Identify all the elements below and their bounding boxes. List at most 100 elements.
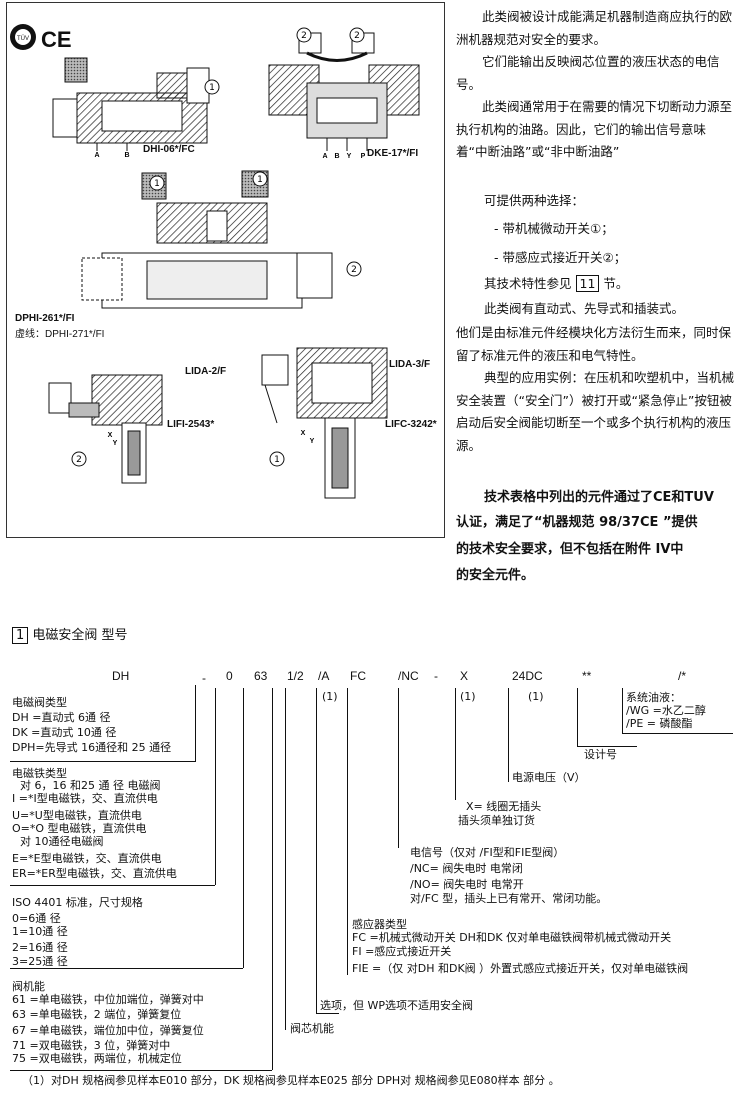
option-label: 选项，但 WP选项不适用安全阀 <box>320 999 474 1012</box>
plug-line: X= 线圈无插头 <box>466 800 542 813</box>
section-heading: 1 电磁安全阀 型号 <box>12 625 128 647</box>
bracket-design-v <box>577 688 578 746</box>
spool-label: 阀芯机能 <box>290 1022 334 1035</box>
size-title: ISO 4401 标准，尺寸规格 <box>12 896 143 909</box>
fluid-line: 系统油液： <box>626 691 681 704</box>
function-line: 67 =单电磁铁，端位加中位，弹簧复位 <box>12 1024 204 1037</box>
voltage-label: 电源电压（V） <box>512 771 586 784</box>
dke-valve-drawing <box>268 32 420 151</box>
svg-text:A: A <box>322 153 327 160</box>
footnote: （1）对DH 规格阀参见样本E010 部分，DK 规格阀参见样本E025 部分 … <box>22 1074 560 1087</box>
note-mark-option: (1) <box>322 690 338 703</box>
valve-type-line: DK =直动式 10通 径 <box>12 726 117 739</box>
code-spool: 1/2 <box>287 669 304 683</box>
option-proximity-switch: - 带感应式接近开关②； <box>494 250 627 265</box>
svg-text:1: 1 <box>257 175 263 185</box>
svg-text:TÜV: TÜV <box>17 35 29 42</box>
function-line: 63 =单电磁铁，2 端位，弹簧复位 <box>12 1008 182 1021</box>
label-lifi: LIFI-2543* <box>167 419 215 430</box>
code-size: 0 <box>226 669 233 683</box>
function-line: 61 =单电磁铁，中位加端位，弹簧对中 <box>12 993 204 1006</box>
note-mark-voltage: (1) <box>528 690 544 703</box>
code-option: /A <box>318 669 330 683</box>
intro-paragraph-7: 他们是由标准元件经模块化方法衍生而来，同时保留了标准元件的液压和电气特性。 <box>456 325 732 363</box>
svg-text:P: P <box>361 153 366 160</box>
valve-drawings: TÜV CE <box>10 24 420 499</box>
bracket-size-v <box>243 688 244 968</box>
svg-text:1: 1 <box>274 455 280 465</box>
lida3-cartridge-drawing <box>261 347 388 499</box>
label-dphi-alt: 虚线：DPHI-271*/FI <box>15 329 105 340</box>
label-lifc: LIFC-3242* <box>385 419 437 430</box>
lida2-cartridge-drawing <box>48 374 163 484</box>
code-plug: X <box>460 669 469 683</box>
bracket-function-h <box>10 1070 272 1071</box>
svg-text:Y: Y <box>310 438 315 445</box>
function-line: 75 =双电磁铁，两端位，机械定位 <box>12 1052 182 1065</box>
size-line: 3=25通 径 <box>12 955 68 968</box>
bracket-option-v <box>316 688 317 1013</box>
dphi-valve-drawing <box>81 170 333 309</box>
bracket-signal-v <box>398 688 399 848</box>
code-dash-2: - <box>434 669 438 683</box>
design-label: 设计号 <box>584 748 617 761</box>
code-function: 63 <box>254 669 268 683</box>
code-sensor: FC <box>350 669 366 683</box>
label-dhi: DHI-06*/FC <box>143 144 195 155</box>
svg-text:2: 2 <box>76 455 82 465</box>
function-title: 阀机能 <box>12 980 45 993</box>
label-lida2: LIDA-2/F <box>185 366 227 377</box>
plug-line: 插头须单独订货 <box>458 814 535 827</box>
tuv-logo: TÜV <box>10 24 36 50</box>
cert-line-3: 的技术安全要求，但不包括在附件 IV中 <box>456 542 684 557</box>
sensor-line: FC =机械式微动开关 DH和DK 仅对单电磁铁阀带机械式微动开关 <box>352 931 672 944</box>
sensor-title: 感应器类型 <box>352 918 407 931</box>
svg-text:2: 2 <box>301 31 307 41</box>
code-dash-1: - <box>202 671 206 685</box>
bracket-sensor-v <box>347 688 348 975</box>
solenoid-line: 对 6，16 和25 通 径 电磁阀 <box>20 779 161 792</box>
solenoid-line: ER=*ER型电磁铁，交、直流供电 <box>12 867 177 880</box>
svg-text:2: 2 <box>351 265 357 275</box>
signal-line: /NC= 阀失电时 电常闭 <box>410 862 523 875</box>
fluid-line: /WG =水乙二醇 <box>626 704 706 717</box>
size-line: 0=6通 径 <box>12 912 61 925</box>
label-dke: DKE-17*/FI <box>367 148 419 159</box>
solenoid-line: 对 10通径电磁阀 <box>20 835 104 848</box>
bracket-solenoid-h <box>10 885 215 886</box>
callout-markers: 1 2 2 1 1 2 2 1 <box>71 27 365 467</box>
code-voltage: 24DC <box>512 669 543 683</box>
section-number: 1 <box>12 627 29 644</box>
fluid-line: /PE = 磷酸酯 <box>626 717 693 730</box>
function-line: 71 =双电磁铁，3 位，弹簧对中 <box>12 1039 171 1052</box>
bracket-valve-type <box>10 685 196 762</box>
signal-line: /NO= 阀失电时 电常开 <box>410 878 524 891</box>
code-signal: /NC <box>398 669 419 683</box>
label-lida3: LIDA-3/F <box>389 359 431 370</box>
bracket-size-h <box>10 968 243 969</box>
bracket-design-h <box>577 746 637 747</box>
code-fluid: /* <box>678 669 687 683</box>
solenoid-line: I =*I型电磁铁，交、直流供电 <box>12 792 158 805</box>
bracket-voltage-v <box>508 688 509 782</box>
svg-text:X: X <box>108 432 113 439</box>
sensor-line: FIE =（仅 对DH 和DK阀 ）外置式感应式接近开关，仅对单电磁铁阀 <box>352 962 689 975</box>
intro-paragraph-8: 典型的应用实例：在压机和吹塑机中，当机械安全装置（“安全门”）被打开或“紧急停止… <box>456 370 735 453</box>
bracket-spool-v <box>285 688 286 1030</box>
signal-line: 对/FC 型，插头上已有常开、常闭功能。 <box>410 892 608 905</box>
option-micro-switch: - 带机械微动开关①； <box>494 221 614 236</box>
valve-type-line: DH =直动式 6通 径 <box>12 711 111 724</box>
cert-line-2: 认证，满足了“机器规范 98/37CE ”提供 <box>456 515 698 530</box>
intro-paragraph-1: 此类阀被设计成能满足机器制造商应执行的欧洲机器规范对安全的要求。 <box>456 9 733 47</box>
bracket-solenoid-v <box>215 688 216 885</box>
svg-text:CE: CE <box>41 27 72 52</box>
label-dphi: DPHI-261*/FI <box>15 313 75 324</box>
solenoid-title: 电磁铁类型 <box>12 767 67 780</box>
svg-text:Y: Y <box>347 153 352 160</box>
bracket-plug-v <box>455 688 456 800</box>
intro-paragraph-2: 它们能输出反映阀芯位置的液压状态的电信号。 <box>456 54 720 92</box>
size-line: 1=10通 径 <box>12 925 68 938</box>
bracket-function-v <box>272 688 273 1070</box>
signal-title: 电信号（仅对 /FI型和FIE型阀） <box>410 846 565 859</box>
